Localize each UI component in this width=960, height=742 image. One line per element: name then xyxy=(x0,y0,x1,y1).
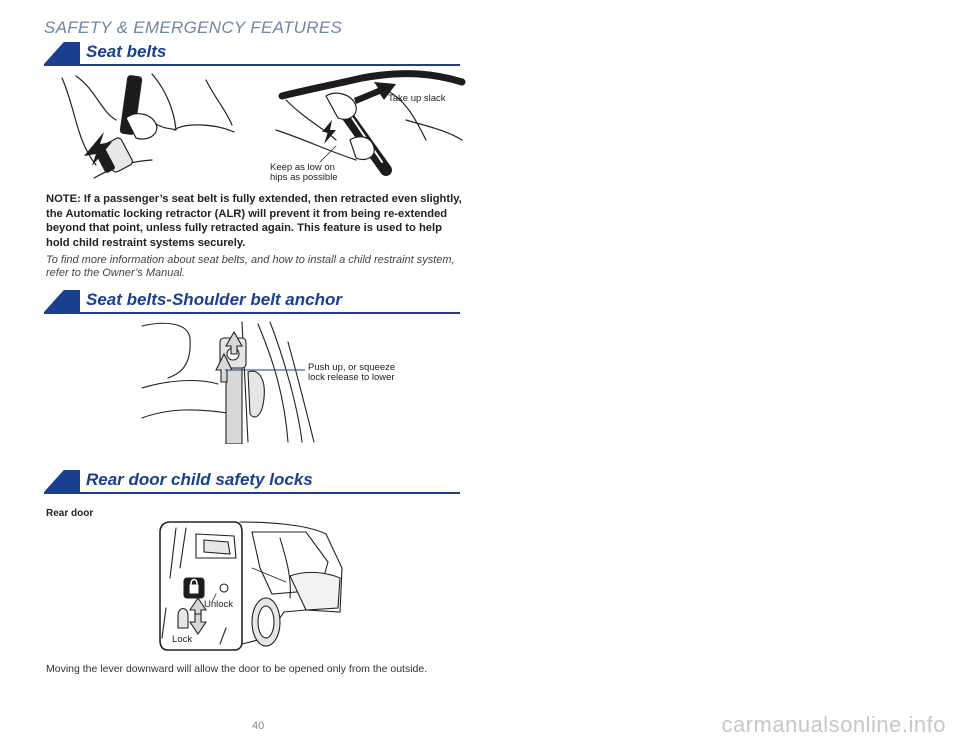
shoulder-belt-anchor-illustration xyxy=(141,321,315,444)
page-number: 40 xyxy=(252,720,265,732)
rear-door-label: Rear door xyxy=(46,508,94,519)
section-title: Seat belts xyxy=(86,42,167,61)
seat-belt-buckle-illustration xyxy=(61,73,235,179)
section-header-seat-belts: Seat belts xyxy=(44,42,460,66)
section-header-shoulder-anchor: Seat belts-Shoulder belt anchor xyxy=(44,290,460,314)
watermark: carmanualsonline.info xyxy=(721,712,946,737)
seat-belt-take-up-slack-illustration xyxy=(275,70,466,176)
seat-belt-alr-note: NOTE: If a passenger’s seat belt is full… xyxy=(46,193,462,249)
child-lock-description: Moving the lever downward will allow the… xyxy=(46,663,428,675)
section-header-child-locks: Rear door child safety locks xyxy=(44,470,460,494)
rear-door-child-lock-illustration xyxy=(159,521,343,651)
section-title: Seat belts-Shoulder belt anchor xyxy=(86,290,342,309)
callout-keep-low-on-hips: Keep as low on hips as possible xyxy=(270,162,338,183)
shoulder-anchor-callout-line xyxy=(225,369,305,371)
callout-push-up-squeeze: Push up, or squeeze lock release to lowe… xyxy=(308,362,396,383)
page-header: SAFETY & EMERGENCY FEATURES xyxy=(44,18,343,37)
label-lock: Lock xyxy=(172,634,193,645)
owners-manual-reference: To find more information about seat belt… xyxy=(46,254,455,279)
label-unlock: Unlock xyxy=(204,599,234,610)
callout-take-up-slack: Take up slack xyxy=(388,93,446,104)
section-wedge xyxy=(44,42,80,64)
section-wedge xyxy=(44,290,80,312)
section-title: Rear door child safety locks xyxy=(86,470,313,489)
section-wedge xyxy=(44,470,80,492)
